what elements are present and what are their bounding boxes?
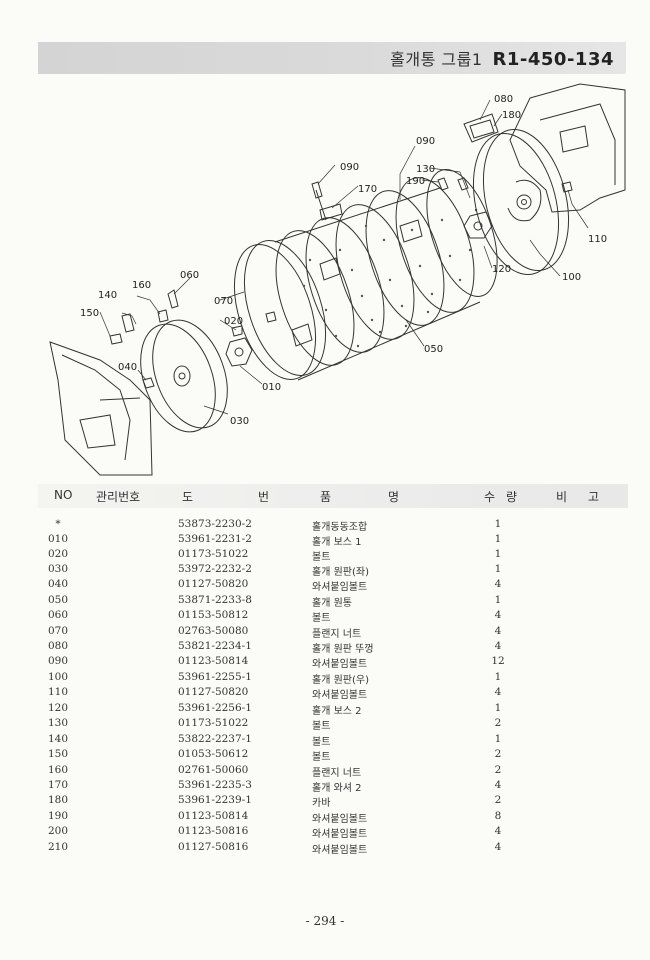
exploded-parts-diagram: 080 180 090 090 170 130 190 110 100 120 … xyxy=(49,83,626,476)
col-header-remarks-1: 비 xyxy=(556,490,568,504)
callout-180: 180 xyxy=(502,110,521,121)
right-frame-bracket xyxy=(509,83,626,213)
page-title: 홀개통 그룹1 R1-450-134 xyxy=(390,46,614,70)
left-ring xyxy=(234,240,326,380)
callout-090-left: 090 xyxy=(340,162,359,173)
left-boss xyxy=(225,337,253,367)
group-title: 홀개통 그룹1 xyxy=(390,50,483,69)
callout-080: 080 xyxy=(494,94,513,105)
left-frame-bracket xyxy=(49,341,153,476)
left-disc xyxy=(140,319,228,433)
callout-110: 110 xyxy=(588,234,607,245)
col-header-drawing-1: 도 xyxy=(182,490,194,504)
col-header-no: NO xyxy=(54,488,73,502)
page-number: - 294 - xyxy=(305,914,345,928)
col-header-remarks-2: 고 xyxy=(588,490,600,504)
callout-070: 070 xyxy=(214,296,233,307)
drum-perforations xyxy=(302,208,478,348)
callout-010: 010 xyxy=(262,382,281,393)
main-drum xyxy=(274,169,498,381)
callout-040: 040 xyxy=(118,362,137,373)
callout-190: 190 xyxy=(406,176,425,187)
callout-120: 120 xyxy=(492,264,511,275)
col-header-name-1: 품 xyxy=(320,490,332,504)
callout-170: 170 xyxy=(358,184,377,195)
leader-lines xyxy=(99,99,589,415)
right-boss xyxy=(463,211,493,239)
callout-090-right: 090 xyxy=(416,136,435,147)
bolt-parts xyxy=(109,177,573,389)
callout-140: 140 xyxy=(98,290,117,301)
callout-130: 130 xyxy=(416,164,435,175)
table-header-band xyxy=(38,484,628,508)
callout-160: 160 xyxy=(132,280,151,291)
part-code: R1-450-134 xyxy=(492,49,614,70)
callout-020: 020 xyxy=(224,316,243,327)
callout-100: 100 xyxy=(562,272,581,283)
right-disc xyxy=(472,128,570,276)
header-band xyxy=(38,42,626,74)
col-header-mgmt-no: 관리번호 xyxy=(96,490,141,504)
cover-plate xyxy=(463,113,499,143)
col-header-qty-2: 량 xyxy=(506,490,518,504)
callout-150: 150 xyxy=(80,308,99,319)
col-header-name-2: 명 xyxy=(388,490,400,504)
callout-050: 050 xyxy=(424,344,443,355)
callout-030: 030 xyxy=(230,416,249,427)
callout-060: 060 xyxy=(180,270,199,281)
col-header-qty-1: 수 xyxy=(484,490,496,504)
col-header-drawing-2: 번 xyxy=(258,490,270,504)
